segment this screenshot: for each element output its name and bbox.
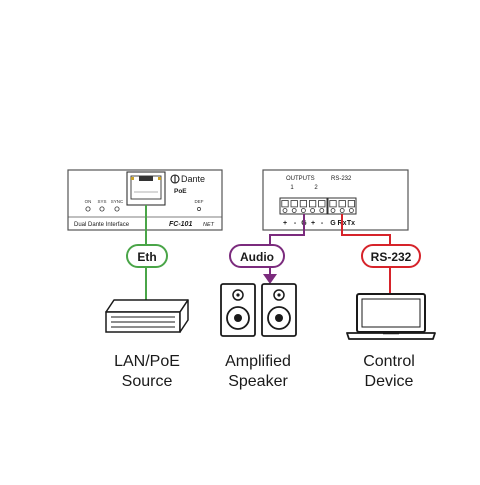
outputs-label: OUTPUTS — [286, 176, 315, 182]
terminal-pin — [308, 200, 317, 208]
rj45-port — [126, 171, 166, 206]
led-label-on: ON — [85, 199, 92, 204]
caption-line: LAN/PoE — [114, 353, 180, 370]
led-label-sync: SYNC — [111, 199, 124, 204]
terminal-screw — [300, 208, 306, 213]
eth-label: Eth — [137, 250, 156, 264]
pin-label: + — [283, 220, 287, 227]
terminal-pin — [347, 200, 356, 208]
caption-line: Control — [363, 353, 415, 370]
terminal-screw — [330, 208, 336, 213]
caption-lan-poe-source: LAN/PoE Source — [95, 352, 199, 392]
caption-line: Speaker — [228, 373, 288, 390]
audio-pill: Audio — [229, 244, 285, 268]
led-on — [85, 206, 91, 212]
audio-arrow-icon — [263, 274, 277, 284]
caption-control-device: Control Device — [337, 352, 441, 392]
terminal-screw — [282, 208, 288, 213]
terminal-screw — [291, 208, 297, 213]
audio-terminal-block — [279, 197, 328, 215]
output-2-label: 2 — [314, 185, 318, 191]
terminal-unit: OUTPUTS 1 2 RS-232 + - G + - G Rx Tx — [262, 169, 409, 231]
rs232-terminal-block — [327, 197, 357, 215]
rs232-label: RS-232 — [371, 250, 412, 264]
terminal-screw — [310, 208, 316, 213]
led-sys — [99, 206, 105, 212]
terminal-pin — [318, 200, 326, 208]
laptop-icon — [346, 293, 436, 340]
output-1-label: 1 — [290, 185, 294, 191]
def-button — [197, 207, 201, 211]
caption-line: Amplified — [225, 353, 291, 370]
caption-line: Device — [364, 373, 414, 390]
terminal-pin — [338, 200, 346, 208]
unit-description: Dual Dante Interface — [74, 222, 130, 228]
terminal-pin — [281, 200, 289, 208]
terminal-pin — [290, 200, 298, 208]
pin-label: - — [294, 220, 297, 227]
pin-label: G — [330, 220, 336, 227]
eth-pill: Eth — [126, 244, 168, 268]
terminal-pin — [299, 200, 308, 208]
led-label-sys: SYS — [97, 199, 106, 204]
network-switch-icon — [105, 299, 189, 333]
terminal-screw — [348, 208, 354, 213]
pin-label: - — [321, 220, 324, 227]
audio-label: Audio — [240, 250, 274, 264]
caption-amplified-speaker: Amplified Speaker — [206, 352, 310, 392]
pin-label: Tx — [347, 220, 355, 227]
dante-logo — [170, 174, 180, 184]
fc101-unit: Dante PoE ON SYS SYNC DEF Dual Dante Int… — [67, 169, 223, 231]
speaker-icon — [261, 283, 297, 337]
rs232-pill: RS-232 — [361, 244, 421, 268]
def-label: DEF — [195, 199, 204, 204]
speaker-icon — [220, 283, 256, 337]
terminal-screw — [339, 208, 345, 213]
caption-line: Source — [121, 373, 173, 390]
unit-model-suffix: NET — [203, 222, 215, 228]
led-sync — [114, 206, 120, 212]
rs232-port-label: RS-232 — [331, 176, 352, 182]
terminal-pin — [329, 200, 337, 208]
terminal-screw — [319, 208, 325, 213]
dante-brand-text: Dante — [181, 174, 205, 184]
poe-label: PoE — [174, 188, 187, 195]
unit-model: FC-101 — [169, 221, 192, 228]
pin-label: + — [311, 220, 315, 227]
